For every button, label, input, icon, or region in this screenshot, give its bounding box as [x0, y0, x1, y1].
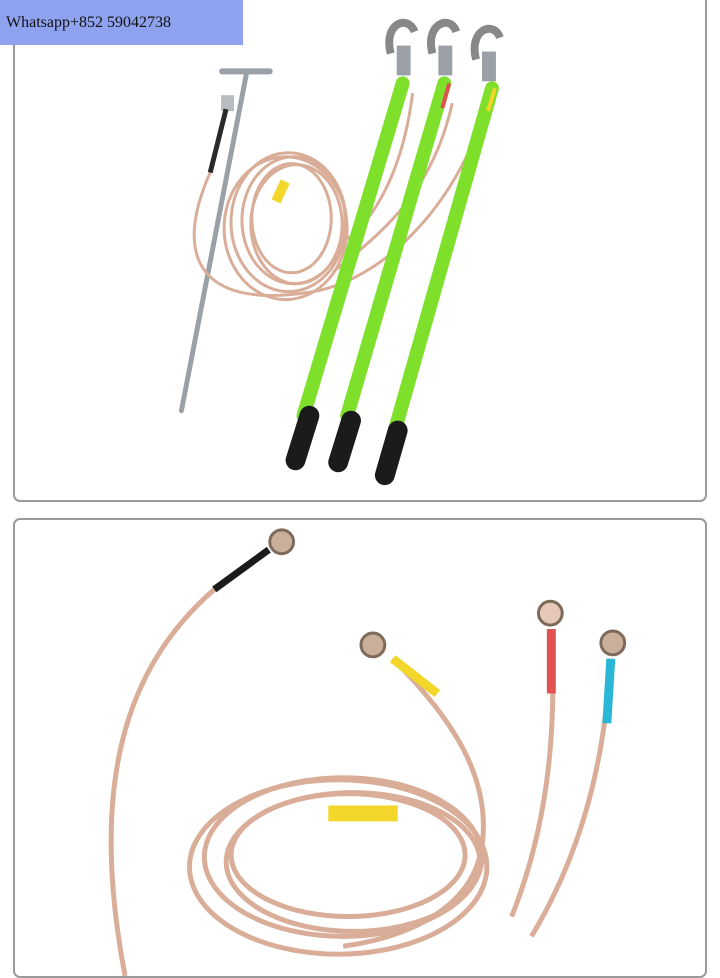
ring-lug-red [536, 599, 564, 627]
earthing-stick-2 [328, 18, 461, 473]
product-photo-earthing-sticks [13, 0, 707, 502]
whatsapp-contact-banner: Whatsapp+852 59042738 [0, 0, 243, 45]
ring-lug-black [268, 528, 296, 556]
ground-spike [178, 68, 273, 414]
ring-lug-yellow [359, 631, 387, 659]
earthing-stick-1 [285, 18, 419, 471]
blue-sleeve [602, 658, 616, 724]
yellow-cable-tag [271, 179, 290, 204]
yellow-sleeve [389, 655, 441, 697]
earthing-sticks-illustration [178, 18, 504, 486]
black-sleeve [212, 546, 271, 593]
earthing-stick-3 [374, 24, 504, 486]
product-photo-grounding-cables [13, 518, 707, 978]
yellow-splice-sleeve [328, 805, 398, 822]
grounding-cables-illustration [108, 528, 627, 976]
ring-lug-blue [599, 629, 627, 657]
